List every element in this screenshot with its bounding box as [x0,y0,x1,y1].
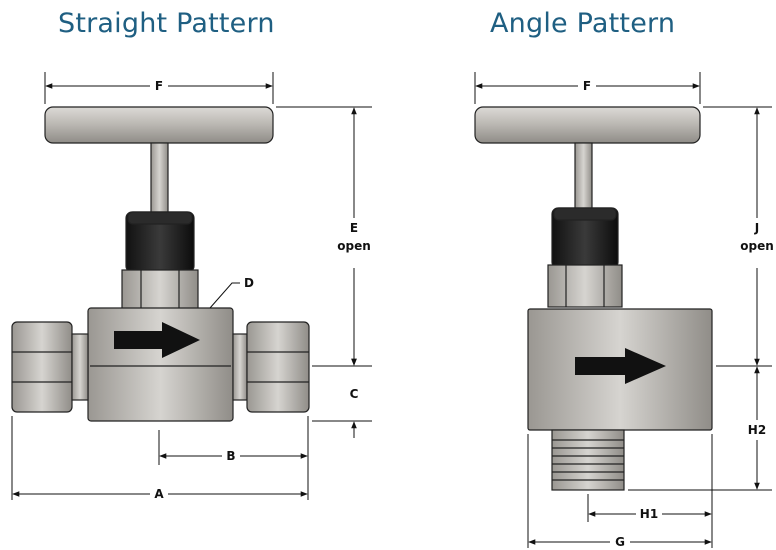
straight-t-handle [44,106,274,144]
straight-left-nut [11,321,73,413]
dim-label-g: G [615,535,625,549]
straight-dimensions [11,72,372,500]
straight-stem [150,142,169,214]
dim-label-h1: H1 [640,507,658,521]
dim-label-c: C [350,387,359,401]
dim-label-j: J [754,221,759,235]
angle-dimensions [474,72,772,548]
dim-label-j-open: open [740,239,774,253]
dim-label-f: F [155,79,163,93]
dim-label-f: F [583,79,591,93]
angle-flow-arrow [575,348,666,384]
straight-body [87,307,234,422]
dim-label-b: B [226,449,235,463]
dim-label-a: A [154,487,164,501]
angle-valve [474,106,713,491]
angle-t-handle [474,106,701,144]
dim-label-h2: H2 [748,423,766,437]
angle-dim-labels: F J open H2 H1 G [583,79,774,549]
straight-flow-arrow [114,322,200,358]
straight-valve [11,106,310,422]
straight-dim-labels: F E open D C B A [154,79,370,501]
straight-pattern-title: Straight Pattern [58,8,275,39]
straight-right-nut [246,321,310,413]
dim-label-e: E [350,221,358,235]
dim-label-d: D [244,276,254,290]
straight-bonnet-nut [121,269,199,313]
dim-label-e-open: open [337,239,371,253]
angle-pattern-title: Angle Pattern [490,8,676,39]
angle-threaded-port [551,429,625,491]
angle-bonnet-nut [547,264,623,308]
angle-stem [574,142,593,212]
